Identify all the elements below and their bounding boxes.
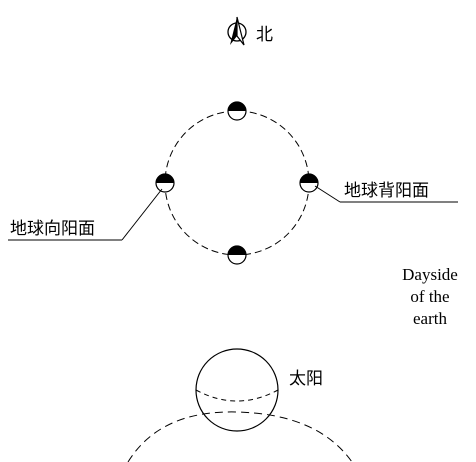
- earth-left: [155, 173, 175, 193]
- caption-line-1: Dayside: [402, 265, 458, 284]
- earth-right: [299, 173, 319, 193]
- orbit-path: [164, 110, 310, 256]
- leader-nightside: [314, 185, 458, 203]
- earth-bottom: [227, 245, 247, 265]
- earth-top: [227, 101, 247, 121]
- sun: [195, 348, 279, 432]
- sun-label: 太阳: [289, 369, 323, 389]
- earth-dayside-label: 地球向阳面: [10, 219, 95, 239]
- sun-orbit-arc: [127, 411, 353, 462]
- leader-dayside: [8, 188, 163, 241]
- dayside-caption: Dayside of the earth: [388, 264, 472, 330]
- earth-nightside-label: 地球背阳面: [344, 181, 429, 201]
- north-label: 北: [256, 25, 273, 45]
- caption-line-2: of the: [410, 287, 450, 306]
- north-arrow-icon: [227, 16, 247, 46]
- caption-line-3: earth: [413, 309, 447, 328]
